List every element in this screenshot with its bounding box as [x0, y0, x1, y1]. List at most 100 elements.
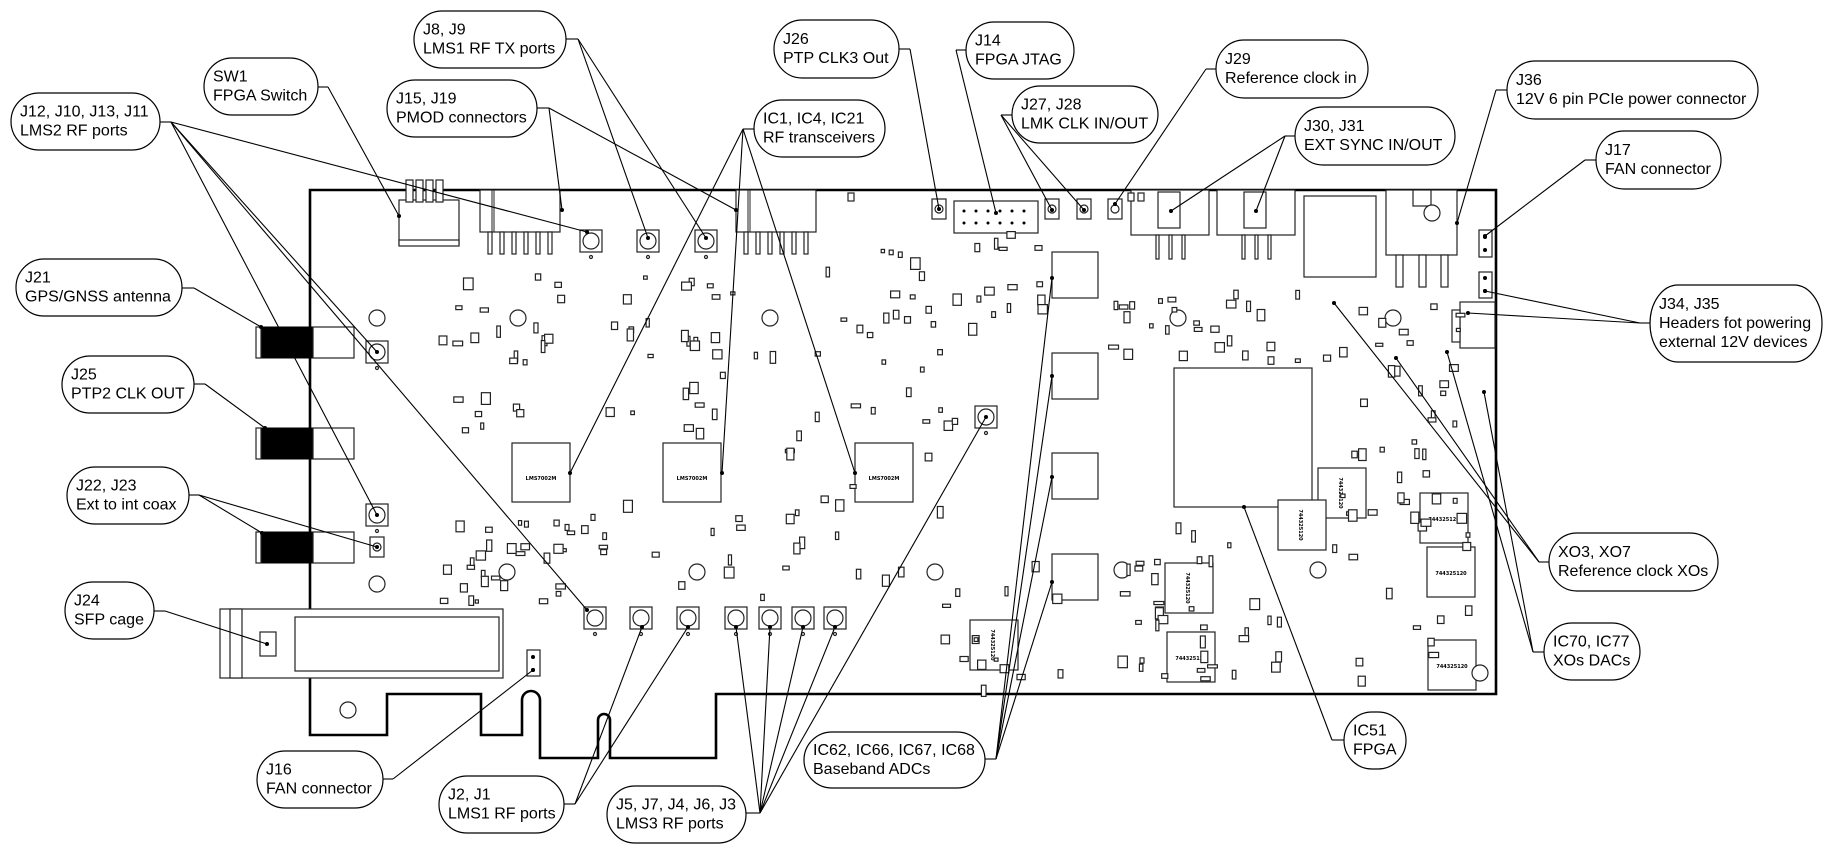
switch-lever	[405, 179, 414, 203]
chip-marking: LMS7002M	[526, 476, 557, 482]
header-pin	[499, 231, 505, 255]
smd-component	[849, 484, 857, 490]
smd-component	[1210, 325, 1220, 333]
baseband-adc-chip	[1051, 452, 1099, 500]
smd-component	[474, 410, 483, 418]
smd-component	[1241, 350, 1249, 361]
jtag-pin	[962, 221, 966, 225]
smd-component	[1036, 281, 1044, 288]
header-pin	[1181, 234, 1186, 260]
leader-line	[759, 626, 771, 814]
callout-bubble	[1543, 622, 1641, 681]
callout-designator: J2, J1	[448, 787, 491, 804]
header-pin	[767, 231, 773, 255]
smd-component	[955, 588, 961, 597]
leader-line	[1243, 506, 1333, 741]
chip-marking: LMS7002M	[869, 476, 900, 482]
smd-component	[538, 598, 549, 605]
callout-designator: J30, J31	[1304, 118, 1365, 135]
callout-description: LMS2 RF ports	[20, 123, 128, 140]
bottom-rf-port-ring	[586, 609, 604, 627]
smd-component	[1322, 354, 1332, 362]
callout-description: RF transceivers	[763, 130, 875, 147]
callout-bubble	[15, 258, 183, 317]
smd-component	[1004, 586, 1009, 597]
smd-component	[1226, 335, 1233, 347]
bottom-rf-port-ring	[727, 609, 745, 627]
smd-component	[462, 277, 474, 291]
smd-component	[1431, 493, 1442, 505]
mounting-hole	[339, 701, 357, 719]
smd-component	[566, 530, 576, 536]
sfp-cage-flange	[229, 608, 243, 679]
leader-line	[198, 494, 263, 534]
leader-line	[574, 626, 689, 805]
leader-line	[193, 287, 262, 328]
leader-endpoint	[1482, 390, 1486, 394]
smd-component	[850, 403, 862, 409]
smd-component	[897, 566, 905, 578]
smd-component	[557, 294, 566, 304]
leader-endpoint	[720, 471, 724, 475]
inductor-marking: 744325120	[989, 629, 995, 661]
callout-designator: IC51	[1353, 723, 1387, 740]
smd-component	[1456, 512, 1468, 524]
smd-component	[847, 192, 855, 202]
header-divider	[491, 189, 495, 233]
ptp2-clk-out-connector-flange	[255, 427, 262, 460]
callout-description: FPGA	[1353, 742, 1397, 759]
leader-endpoint	[646, 236, 650, 240]
smd-component	[706, 283, 714, 289]
smd-component	[1462, 541, 1472, 552]
jtag-pin	[986, 209, 990, 213]
smd-component	[1422, 448, 1427, 461]
mounting-hole	[1169, 309, 1187, 327]
leader-line	[1483, 391, 1534, 653]
smd-component	[1196, 667, 1206, 673]
callout-designator: IC1, IC4, IC21	[763, 111, 864, 128]
callout-designator: J26	[783, 31, 809, 48]
smd-component	[522, 359, 528, 366]
smd-component	[651, 551, 660, 558]
smd-component	[880, 248, 886, 254]
shield-block	[1303, 195, 1377, 278]
inductor-marking: 744325120	[1337, 477, 1343, 509]
smd-component	[1208, 555, 1214, 568]
smd-component	[1276, 616, 1283, 628]
callout-bubble	[1595, 130, 1722, 190]
smd-component	[1057, 669, 1064, 679]
leader-line	[170, 121, 378, 516]
smd-component	[470, 332, 480, 344]
smd-component	[930, 321, 937, 328]
smd-component	[1411, 439, 1418, 445]
smd-component	[1440, 390, 1447, 397]
smd-component	[881, 359, 887, 365]
smd-component	[794, 509, 800, 517]
smd-component	[909, 294, 916, 300]
smd-component	[753, 351, 759, 360]
rf-tx-port-ring	[697, 232, 715, 250]
callout-designator: XO3, XO7	[1558, 544, 1631, 561]
smd-component	[517, 519, 523, 526]
smd-component	[540, 340, 546, 354]
smd-component	[455, 520, 465, 533]
baseband-adc-chip	[1051, 352, 1099, 400]
smd-component	[924, 452, 933, 462]
callout-description: PTP2 CLK OUT	[71, 386, 185, 403]
inductor-marking: 744325120	[1428, 517, 1460, 523]
leader-endpoint	[1082, 208, 1086, 212]
leader-line	[1484, 159, 1586, 237]
smd-component	[1225, 299, 1237, 309]
leader-line	[1395, 357, 1540, 563]
callout-ic1-ic4-ic21: IC1, IC4, IC21 RF transceivers	[753, 99, 886, 158]
smd-component	[892, 309, 900, 320]
header-j35	[1459, 301, 1496, 349]
ufl-coax-ring	[1110, 204, 1120, 214]
smd-component	[515, 551, 526, 557]
ext-coax-connector-flange	[255, 531, 262, 564]
smd-component	[626, 328, 635, 342]
callout-designator: J12, J10, J13, J11	[20, 104, 149, 121]
power-latch	[1412, 189, 1432, 207]
smd-component	[1191, 530, 1196, 543]
